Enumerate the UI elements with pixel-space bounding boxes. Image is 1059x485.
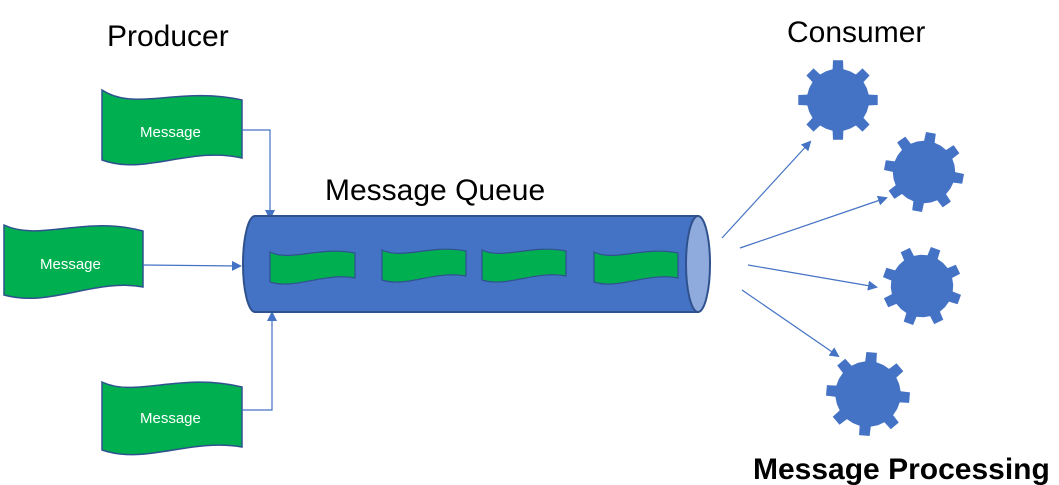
- gear-body: [798, 60, 878, 140]
- gear-icon: [826, 352, 910, 436]
- message-label-2: Message: [40, 256, 101, 273]
- consumer-arrow-2: [739, 195, 888, 249]
- gear-icon: [884, 132, 964, 212]
- queued-message-3: [481, 248, 567, 283]
- message-banner-2: Message: [3, 223, 144, 299]
- producer-title: Producer: [107, 20, 229, 53]
- connector-arrow-bottom: [242, 311, 277, 411]
- gear-icon: [798, 60, 878, 140]
- message-queue-cylinder: [242, 215, 711, 313]
- connector-arrow-middle: [142, 260, 242, 271]
- consumer-arrow-3: [747, 264, 878, 291]
- message-label-3: Message: [140, 410, 201, 427]
- consumer-arrow-4: [741, 289, 840, 358]
- consumer-arrow-1: [721, 140, 812, 239]
- gear-body: [884, 132, 964, 212]
- queue-end-cap: [685, 215, 711, 313]
- consumer-title: Consumer: [787, 16, 925, 49]
- queued-message-2: [381, 248, 467, 283]
- gear-icon: [883, 247, 961, 325]
- message-banner-3: Message: [101, 380, 243, 456]
- gear-body: [826, 352, 910, 436]
- message-label-1: Message: [140, 124, 201, 141]
- message-banner-1: Message: [101, 88, 243, 166]
- queued-message-4: [593, 250, 679, 285]
- connector-arrow-top: [242, 129, 275, 220]
- queued-message-1: [269, 250, 356, 285]
- gear-body: [883, 247, 961, 325]
- queue-title: Message Queue: [325, 174, 545, 207]
- processing-title: Message Processing: [753, 453, 1050, 485]
